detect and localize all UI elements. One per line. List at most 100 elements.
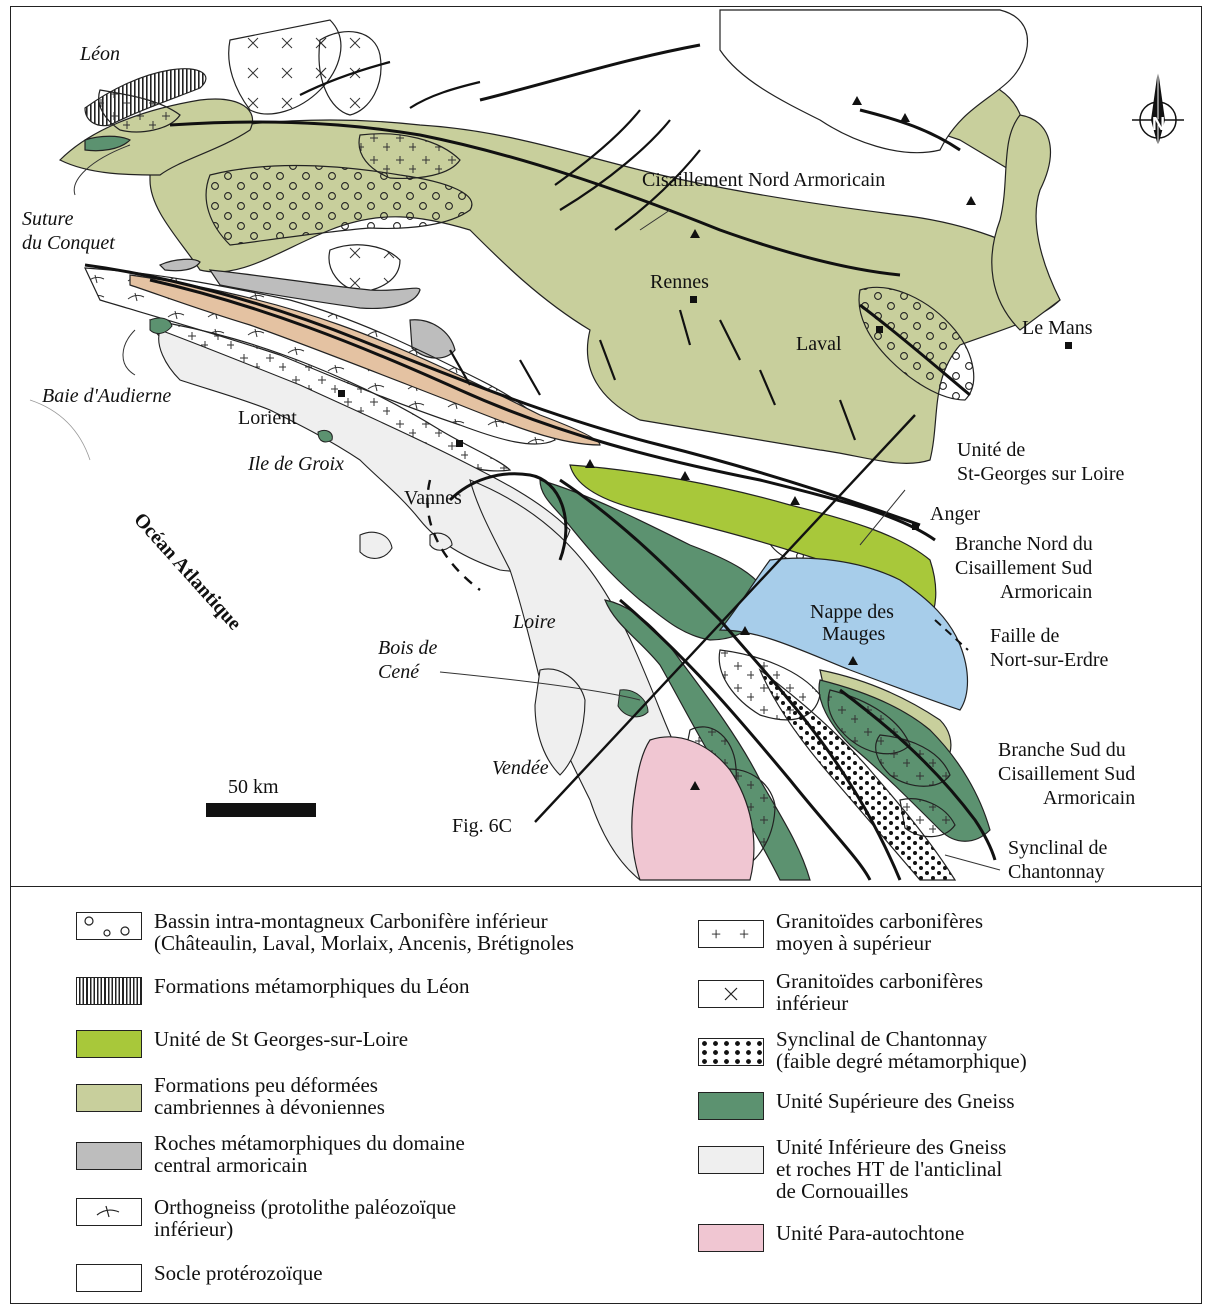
label-stgeorges: Unité de St-Georges sur Loire [957,439,1124,485]
fault-sa-south [559,478,902,881]
legend-item-lower-gneiss: Unité Inférieure des Gneiss et roches HT… [698,1136,1006,1202]
label-fig6c: Fig. 6C [452,815,512,837]
city-laval-marker [876,326,883,333]
label-vannes: Vannes [404,487,462,509]
swatch-cross [698,980,764,1008]
salmon-sliver [129,274,601,446]
legend-item-gray: Roches métamorphiques du domaine central… [76,1132,465,1176]
label-laval: Laval [796,333,842,355]
granite-plus-south-3 [875,734,951,787]
granite-plus-central [358,133,461,180]
city-anger-marker [912,523,919,530]
label-bois: Bois de Cené [378,637,442,683]
legend-text: Granitoïdes carbonifères moyen à supérie… [776,909,983,955]
swatch-orthogneiss [76,1198,142,1226]
suture-conquet [84,135,132,152]
map-frame [10,6,1202,1304]
legend-item-orthogneiss: Orthogneiss (protolithe paléozoïque infé… [76,1196,456,1240]
label-branche-nord: Branche Nord du Cisaillement Sud Armoric… [955,533,1098,603]
section-line-fig6c [534,414,916,823]
city-rennes-marker [690,296,697,303]
gray-central-2 [158,258,201,272]
fault-branche-sud [839,688,997,861]
swatch-plus: + + [698,920,764,948]
upper-gneiss-main [539,479,771,641]
label-anger: Anger [930,503,980,525]
legend-text: Formations peu déformées cambriennes à d… [154,1073,385,1119]
city-lorient-marker [338,390,345,397]
legend-text: Roches métamorphiques du domaine central… [154,1131,465,1177]
label-vendee: Vendée [492,757,549,779]
swatch-olive [76,1084,142,1112]
legend-text: Socle protérozoïque [154,1261,323,1285]
label-synclinal: Synclinal de Chantonnay [1008,837,1112,883]
svg-text:N: N [1152,114,1165,134]
city-vannes-marker [456,440,463,447]
legend-item-socle: Socle protérozoïque [76,1262,323,1292]
label-leon: Léon [79,43,120,65]
fault-laval [859,303,971,397]
fault-nord-armoricain [169,120,901,277]
swatch-white [76,1264,142,1292]
legend-text: Unité Supérieure des Gneiss [776,1089,1015,1113]
label-rennes: Rennes [650,271,709,293]
fault-south-armorican-2 [149,278,936,542]
dashed-thrust [426,479,481,591]
swatch-vertical-lines [76,977,142,1005]
lower-gneiss-coast [158,329,571,572]
legend-item-olive: Formations peu déformées cambriennes à d… [76,1074,385,1118]
label-baie: Baie d'Audierne [42,385,171,407]
legend-divider [10,886,1202,887]
swatch-circles [76,912,142,940]
legend-item-stgeorges: Unité de St Georges-sur-Loire [76,1028,408,1058]
fault-sa-south-2 [619,598,872,881]
fault-vannes [448,472,568,561]
swatch-darkgreen [698,1092,764,1120]
para-autochtone [631,736,755,881]
label-groix: Ile de Groix [247,453,344,475]
legend-text: Synclinal de Chantonnay (faible degré mé… [776,1027,1027,1073]
socle-ne [719,9,1028,154]
olive-belt-east [991,114,1061,331]
label-lemans: Le Mans [1022,317,1093,339]
basin-chateaulin [205,164,473,246]
swatch-dots [698,1038,764,1066]
north-arrow-icon: N [1132,70,1184,146]
city-lemans-marker [1065,342,1072,349]
gray-central [208,269,421,310]
lower-gneiss-vendee-2 [534,668,586,776]
legend-item-para-autochtone: Unité Para-autochtone [698,1222,964,1252]
legend-item-chantonnay: Synclinal de Chantonnay (faible degré mé… [698,1028,1027,1072]
faille-nort [934,619,969,651]
label-cna: Cisaillement Nord Armoricain [642,169,885,191]
legend-text: Unité de St Georges-sur-Loire [154,1027,409,1051]
label-loire: Loire [512,611,556,633]
legend-item-basin: Bassin intra-montagneux Carbonifère infé… [76,910,574,954]
legend-item-leon: Formations métamorphiques du Léon [76,975,470,1005]
legend-text: Orthogneiss (protolithe paléozoïque infé… [154,1195,457,1241]
swatch-lime [76,1030,142,1058]
fault-ne-2 [859,108,961,152]
label-faille: Faille de Nort-sur-Erdre [990,625,1109,671]
legend-text: Granitoïdes carbonifères inférieur [776,969,983,1015]
legend-text: Unité Para-autochtone [776,1221,965,1245]
granite-plus-north [98,89,181,133]
legend-text: Unité Inférieure des Gneiss et roches HT… [776,1135,1007,1203]
upper-gneiss-groix [317,429,333,443]
lower-gneiss-islet [359,531,393,559]
label-nappe: Nappe des Mauges [810,601,899,645]
legend-text: Bassin intra-montagneux Carbonifère infé… [154,909,574,955]
legend-item-granite-plus: + + Granitoïdes carbonifères moyen à sup… [698,910,983,954]
scale-bar [206,803,316,817]
basin-laval [858,286,975,401]
swatch-pink [698,1224,764,1252]
swatch-lightgray [698,1146,764,1174]
fault-ne-1 [479,43,701,102]
nappe-mauges [718,557,969,711]
label-suture: Suture du Conquet [22,208,115,254]
label-branche-sud: Branche Sud du Cisaillement Sud Armorica… [998,739,1140,809]
scale-label: 50 km [228,776,279,798]
legend-text: Formations métamorphiques du Léon [154,974,470,998]
upper-gneiss-audierne [149,317,173,334]
granite-cross-3 [328,244,401,293]
